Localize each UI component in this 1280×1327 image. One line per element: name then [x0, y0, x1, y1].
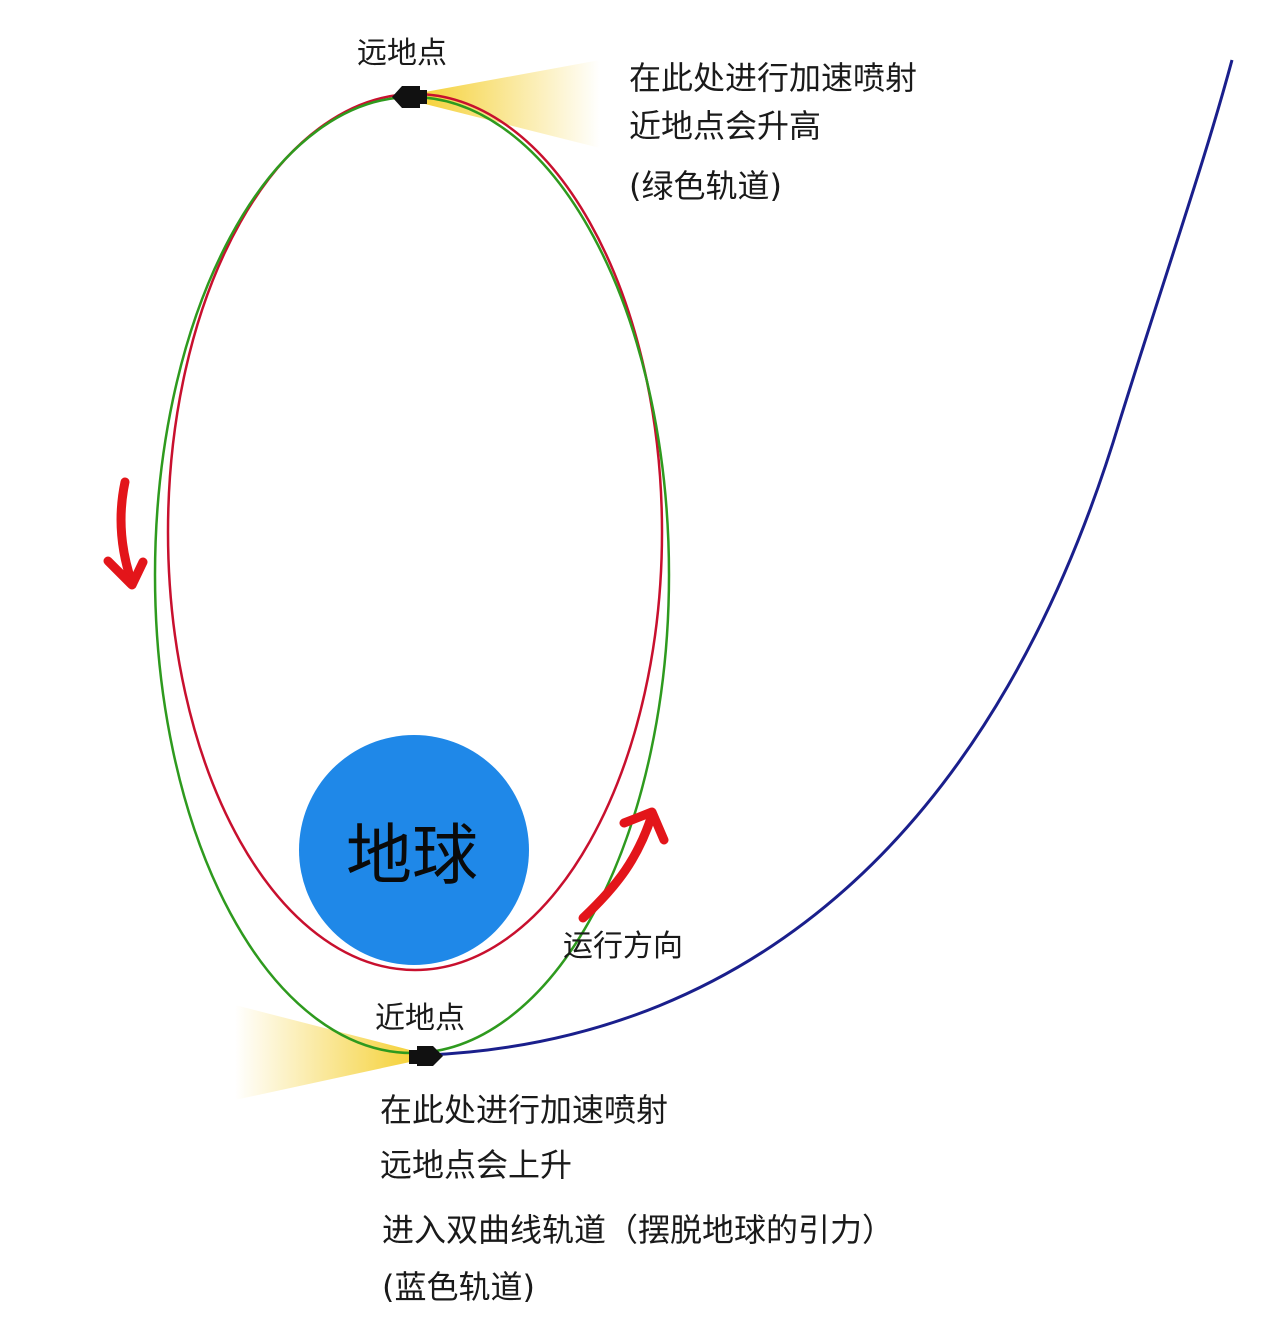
hyperbolic-note-line1: 进入双曲线轨道（摆脱地球的引力）: [382, 1211, 894, 1249]
perigee-note-line2: 远地点会上升: [380, 1146, 572, 1184]
perigee-note-line1: 在此处进行加速喷射: [380, 1091, 668, 1129]
earth-label: 地球: [346, 817, 478, 894]
apogee-note-line2: 近地点会升高: [629, 107, 821, 145]
blue-hyperbolic-orbit: [428, 60, 1232, 1055]
direction-arrow-right: [583, 812, 664, 918]
apogee-note-line3: (绿色轨道): [629, 167, 782, 205]
perigee-label: 近地点: [375, 1001, 465, 1036]
direction-arrow-left: [108, 482, 143, 585]
spacecraft-perigee: [409, 1046, 443, 1066]
direction-label: 运行方向: [563, 929, 683, 964]
spacecraft-apogee: [392, 86, 427, 108]
apogee-label: 远地点: [357, 36, 447, 71]
apogee-note-line1: 在此处进行加速喷射: [629, 59, 917, 97]
hyperbolic-note-line2: (蓝色轨道): [382, 1268, 535, 1306]
